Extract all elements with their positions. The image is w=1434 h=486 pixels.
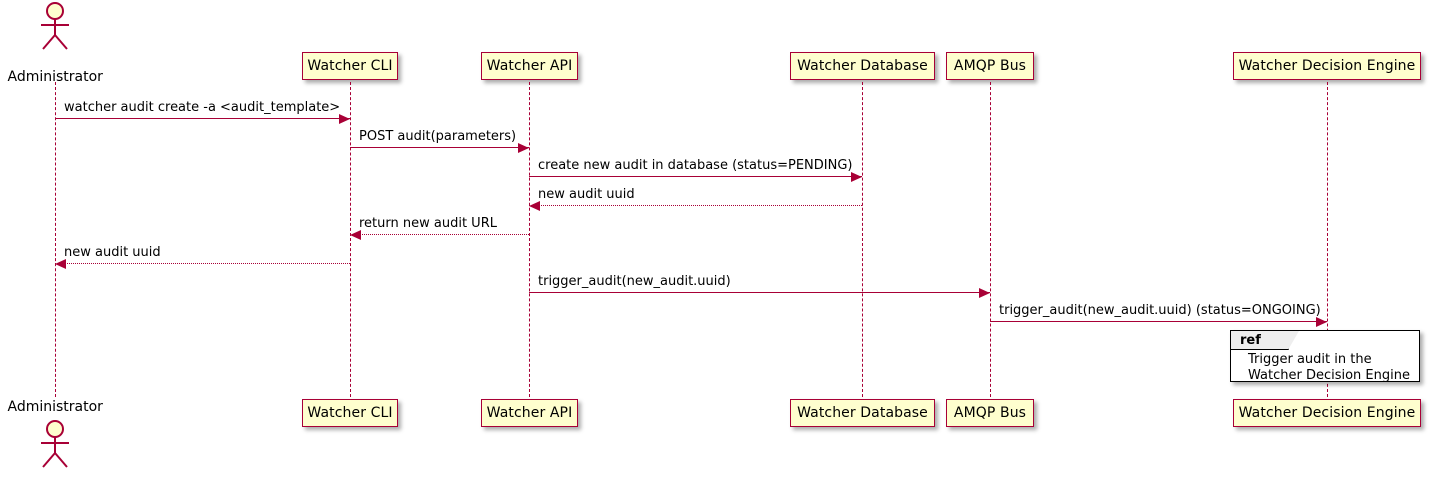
lifeline-amqp xyxy=(990,82,991,397)
message-label-1: watcher audit create -a <audit_template> xyxy=(64,100,341,115)
participant-box-api-bottom[interactable]: Watcher API xyxy=(481,399,578,427)
lifeline-actor xyxy=(55,82,56,397)
message-line-4 xyxy=(529,205,862,206)
message-label-8: trigger_audit(new_audit.uuid) (status=ON… xyxy=(999,303,1321,318)
participant-box-engine-top[interactable]: Watcher Decision Engine xyxy=(1233,52,1421,80)
lifeline-engine xyxy=(1327,82,1328,397)
message-label-7: trigger_audit(new_audit.uuid) xyxy=(538,274,731,289)
message-arrowhead-1 xyxy=(339,114,350,124)
message-label-2: POST audit(parameters) xyxy=(359,129,517,144)
participant-box-cli-bottom[interactable]: Watcher CLI xyxy=(302,399,398,427)
participant-box-db-top[interactable]: Watcher Database xyxy=(790,52,935,80)
message-arrowhead-3 xyxy=(851,172,862,182)
message-arrowhead-6 xyxy=(55,259,66,269)
message-arrowhead-8 xyxy=(1316,317,1327,327)
participant-box-db-bottom[interactable]: Watcher Database xyxy=(790,399,935,427)
participant-box-cli-top[interactable]: Watcher CLI xyxy=(302,52,398,80)
ref-fragment-box: ref xyxy=(1230,330,1420,382)
participant-box-amqp-top[interactable]: AMQP Bus xyxy=(946,52,1034,80)
message-label-4: new audit uuid xyxy=(538,187,635,202)
message-line-7 xyxy=(529,292,990,293)
message-line-2 xyxy=(350,147,529,148)
message-label-5: return new audit URL xyxy=(359,216,497,231)
ref-tab-notch xyxy=(1288,331,1299,350)
actor-label-bottom: Administrator xyxy=(7,399,103,415)
actor-stick-figure-icon-bottom xyxy=(41,420,69,468)
ref-fragment-tag: ref xyxy=(1240,332,1261,348)
lifeline-api xyxy=(529,82,530,397)
message-arrowhead-5 xyxy=(350,230,361,240)
message-line-6 xyxy=(55,263,350,264)
message-line-5 xyxy=(350,234,529,235)
message-label-3: create new audit in database (status=PEN… xyxy=(538,158,853,173)
message-line-3 xyxy=(529,176,862,177)
message-arrowhead-4 xyxy=(529,201,540,211)
message-line-8 xyxy=(990,321,1327,322)
participant-box-amqp-bottom[interactable]: AMQP Bus xyxy=(946,399,1034,427)
participant-box-api-top[interactable]: Watcher API xyxy=(481,52,578,80)
message-label-6: new audit uuid xyxy=(64,245,161,260)
ref-fragment-text-line-2: Watcher Decision Engine xyxy=(1248,368,1410,383)
participant-box-engine-bottom[interactable]: Watcher Decision Engine xyxy=(1233,399,1421,427)
ref-fragment-text-line-1: Trigger audit in the xyxy=(1248,352,1372,367)
ref-fragment-tab: ref xyxy=(1231,331,1300,351)
actor-stick-figure-icon-top xyxy=(41,2,69,50)
actor-label-top: Administrator xyxy=(7,69,103,85)
message-arrowhead-2 xyxy=(518,143,529,153)
message-arrowhead-7 xyxy=(979,288,990,298)
lifeline-db xyxy=(862,82,863,397)
message-line-1 xyxy=(55,118,350,119)
